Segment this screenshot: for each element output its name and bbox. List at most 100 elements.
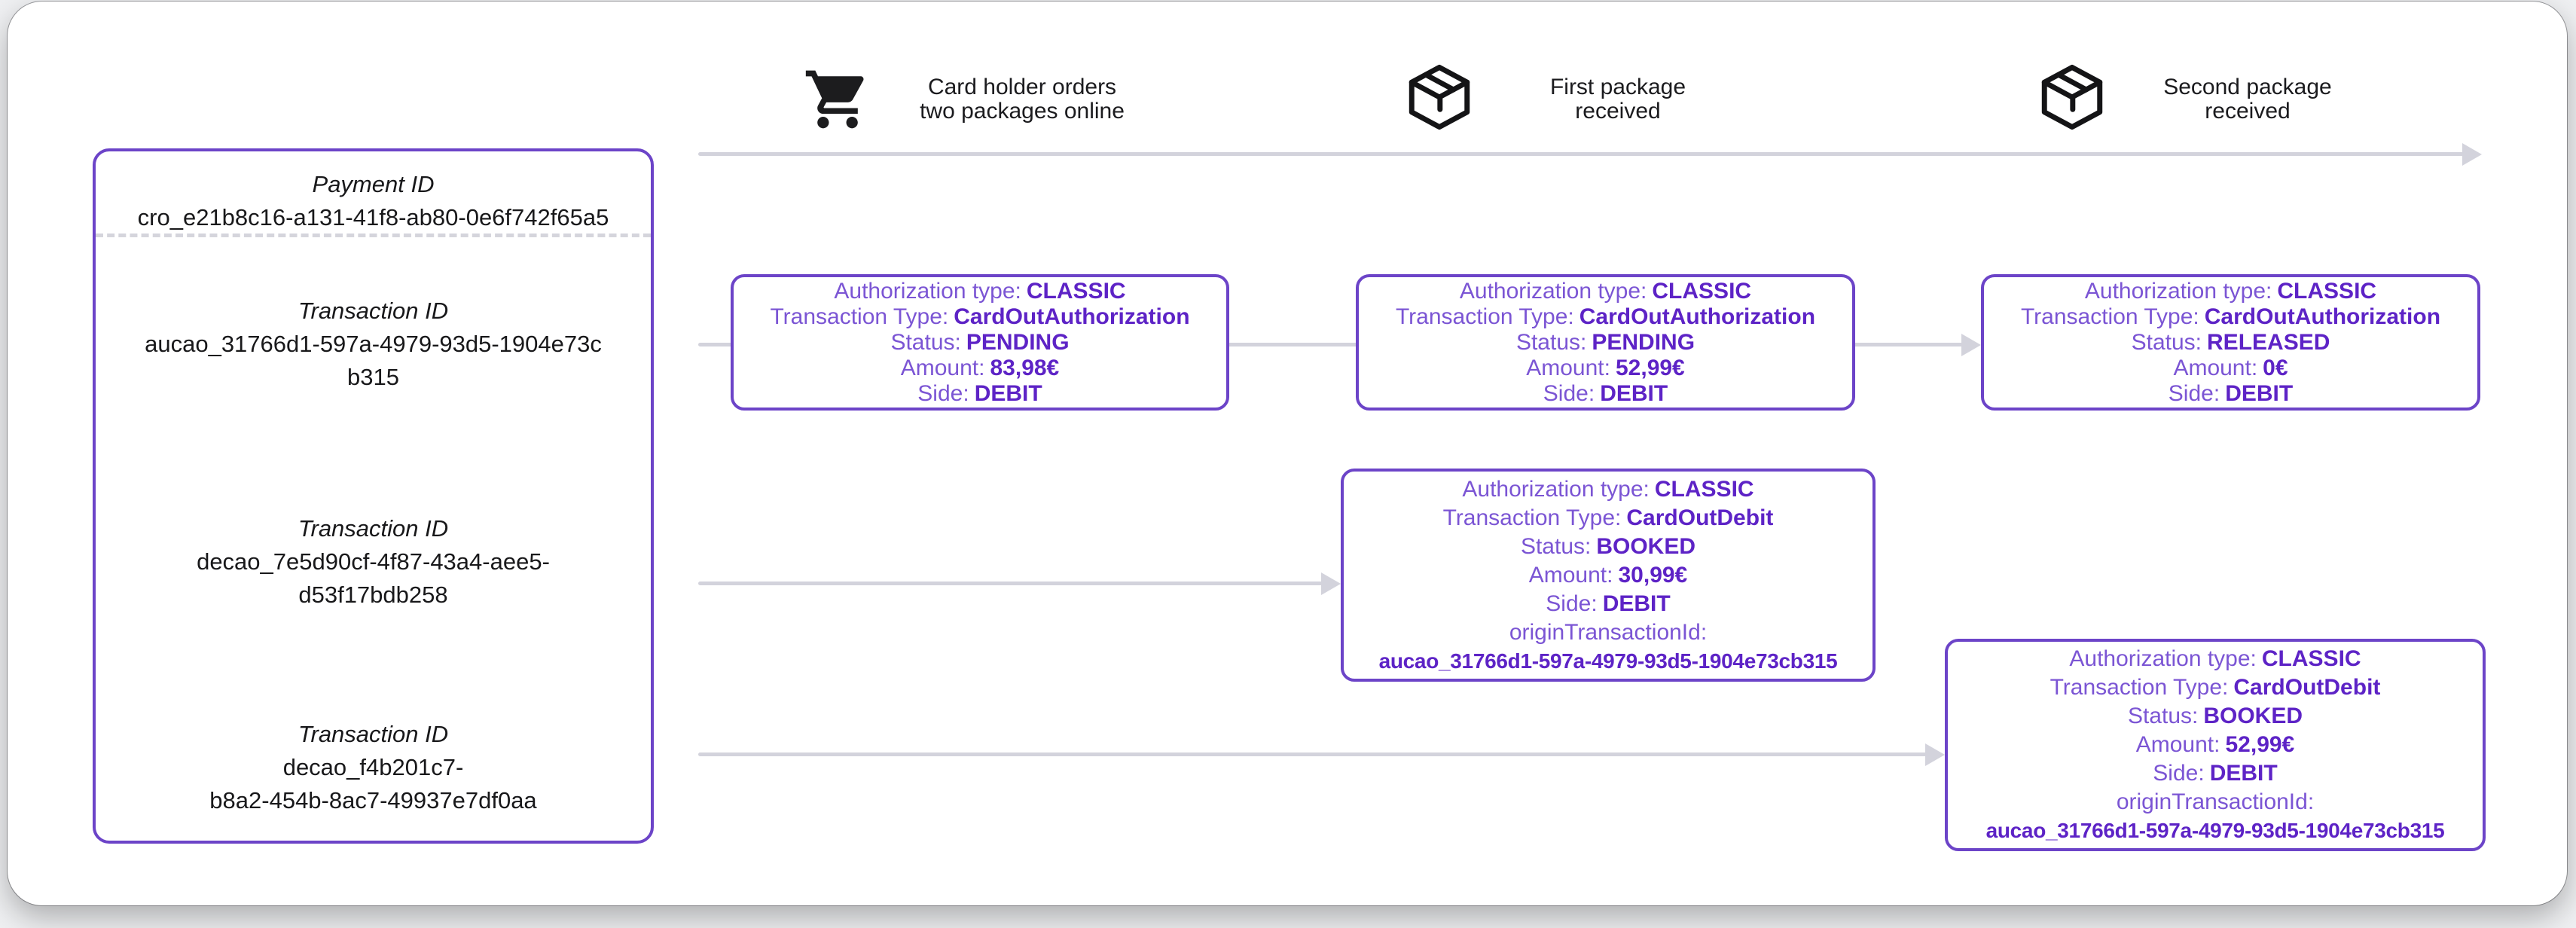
field-label: Status: xyxy=(1520,533,1592,559)
field-label: Status: xyxy=(2131,329,2202,355)
field-label: Authorization type: xyxy=(1459,278,1647,304)
row3-arrow-head xyxy=(1925,743,1945,766)
timeline-arrow-line xyxy=(698,152,2464,156)
field-line: Side:DEBIT xyxy=(1990,381,2471,407)
step-label-first-package: First package received xyxy=(1422,75,1814,124)
field-value: BOOKED xyxy=(1596,533,1696,559)
step-label-line: Second package xyxy=(2163,75,2332,99)
transaction-id-value: b8a2-454b-8ac7-49937e7df0aa xyxy=(209,787,537,814)
field-line: Side:DEBIT xyxy=(1954,759,2477,788)
field-label: Amount: xyxy=(1526,355,1610,380)
field-value: 83,98€ xyxy=(990,355,1060,380)
field-value: CardOutAuthorization xyxy=(954,304,1190,329)
field-value: 30,99€ xyxy=(1618,562,1688,588)
field-value: CLASSIC xyxy=(2277,278,2377,304)
field-line: Authorization type:CLASSIC xyxy=(1350,475,1866,504)
field-label: Side: xyxy=(2168,380,2220,406)
origin-transaction-value: aucao_31766d1-597a-4979-93d5-1904e73cb31… xyxy=(1378,649,1838,673)
payment-ids-panel: Payment ID cro_e21b8c16-a131-41f8-ab80-0… xyxy=(93,148,654,844)
field-label: Side: xyxy=(1546,591,1598,616)
field-line: Side:DEBIT xyxy=(740,381,1220,407)
field-line: Amount:30,99€ xyxy=(1350,561,1866,590)
field-value: 52,99€ xyxy=(1615,355,1685,380)
shopping-cart-icon xyxy=(805,70,864,129)
origin-transaction-label: originTransactionId: xyxy=(2116,789,2315,814)
field-line: Status:BOOKED xyxy=(1954,702,2477,731)
field-label: Transaction Type: xyxy=(2050,675,2229,700)
step-label-line: received xyxy=(2205,99,2291,124)
field-label: Status: xyxy=(890,329,961,355)
field-line: Status:BOOKED xyxy=(1350,533,1866,561)
field-value: DEBIT xyxy=(1602,591,1671,616)
field-line: Authorization type:CLASSIC xyxy=(740,279,1220,304)
field-label: Side: xyxy=(1543,380,1595,406)
field-line: Authorization type:CLASSIC xyxy=(1365,279,1846,304)
field-label: Authorization type: xyxy=(2084,278,2272,304)
field-label: Transaction Type: xyxy=(1395,304,1574,329)
field-line: Status:RELEASED xyxy=(1990,330,2471,356)
package-icon xyxy=(1409,64,1470,130)
origin-transaction-label: originTransactionId: xyxy=(1509,619,1708,645)
field-label: Authorization type: xyxy=(834,278,1021,304)
field-line: Side:DEBIT xyxy=(1365,381,1846,407)
step-label-second-package: Second package received xyxy=(2052,75,2443,124)
step-label-line: two packages online xyxy=(920,99,1125,124)
timeline-arrow-head xyxy=(2462,143,2482,166)
field-value: DEBIT xyxy=(974,380,1042,406)
field-line: Amount:83,98€ xyxy=(740,356,1220,381)
field-label: Amount: xyxy=(2135,732,2220,757)
transaction-box-debit-1: Authorization type:CLASSIC Transaction T… xyxy=(1341,469,1876,682)
step-label-line: received xyxy=(1575,99,1661,124)
field-line: Status:PENDING xyxy=(740,330,1220,356)
field-line: Transaction Type:CardOutAuthorization xyxy=(740,304,1220,330)
field-line: Amount:52,99€ xyxy=(1365,356,1846,381)
field-value: CLASSIC xyxy=(1654,476,1754,502)
package-icon xyxy=(2041,64,2103,130)
field-value: 52,99€ xyxy=(2225,732,2295,757)
row2-arrow-head xyxy=(1321,572,1341,595)
field-value: CardOutAuthorization xyxy=(2204,304,2441,329)
transaction-box-auth-1: Authorization type:CLASSIC Transaction T… xyxy=(731,274,1229,411)
field-label: Transaction Type: xyxy=(1442,505,1622,530)
field-value: DEBIT xyxy=(1600,380,1668,406)
field-line: Amount:52,99€ xyxy=(1954,731,2477,759)
field-value: CLASSIC xyxy=(2261,646,2361,671)
field-value: CardOutDebit xyxy=(2233,675,2381,700)
transaction-box-auth-3: Authorization type:CLASSIC Transaction T… xyxy=(1981,274,2480,411)
payment-id-value: cro_e21b8c16-a131-41f8-ab80-0e6f742f65a5 xyxy=(137,204,609,230)
field-label: Amount: xyxy=(900,355,985,380)
field-line: Amount:0€ xyxy=(1990,356,2471,381)
field-line: Authorization type:CLASSIC xyxy=(1990,279,2471,304)
field-label: Transaction Type: xyxy=(2020,304,2199,329)
transaction-box-debit-2: Authorization type:CLASSIC Transaction T… xyxy=(1945,639,2486,851)
transaction-id-value: decao_7e5d90cf-4f87-43a4-aee5- xyxy=(197,548,550,575)
row1-arrow-line xyxy=(698,343,1963,346)
step-label-line: First package xyxy=(1549,75,1686,99)
row1-arrow-head xyxy=(1961,334,1981,356)
field-label: Side: xyxy=(917,380,969,406)
field-label: Transaction Type: xyxy=(770,304,949,329)
row2-arrow-line xyxy=(698,582,1323,585)
payment-id-label: Payment ID xyxy=(312,171,435,197)
field-line: Transaction Type:CardOutAuthorization xyxy=(1990,304,2471,330)
dashed-divider xyxy=(96,234,651,237)
field-value: CardOutAuthorization xyxy=(1579,304,1816,329)
transaction-id-label: Transaction ID xyxy=(298,515,449,542)
field-line: Side:DEBIT xyxy=(1350,590,1866,618)
field-value: DEBIT xyxy=(2209,761,2278,786)
field-label: Authorization type: xyxy=(2069,646,2257,671)
field-label: Status: xyxy=(1515,329,1587,355)
field-label: Status: xyxy=(2127,704,2199,728)
origin-transaction-value: aucao_31766d1-597a-4979-93d5-1904e73cb31… xyxy=(1985,819,2445,842)
transaction-id-block-1: Transaction ID aucao_31766d1-597a-4979-9… xyxy=(102,295,645,394)
field-line: Transaction Type:CardOutAuthorization xyxy=(1365,304,1846,330)
row3-arrow-line xyxy=(698,752,1927,756)
transaction-id-value: aucao_31766d1-597a-4979-93d5-1904e73c xyxy=(145,331,602,357)
step-label-line: Card holder orders xyxy=(927,75,1117,99)
transaction-id-value: decao_f4b201c7- xyxy=(282,754,464,780)
field-line: Authorization type:CLASSIC xyxy=(1954,645,2477,673)
field-value: CLASSIC xyxy=(1652,278,1752,304)
field-value: PENDING xyxy=(1592,329,1695,355)
field-value: RELEASED xyxy=(2207,329,2330,355)
payment-id-block: Payment ID cro_e21b8c16-a131-41f8-ab80-0… xyxy=(102,168,645,234)
